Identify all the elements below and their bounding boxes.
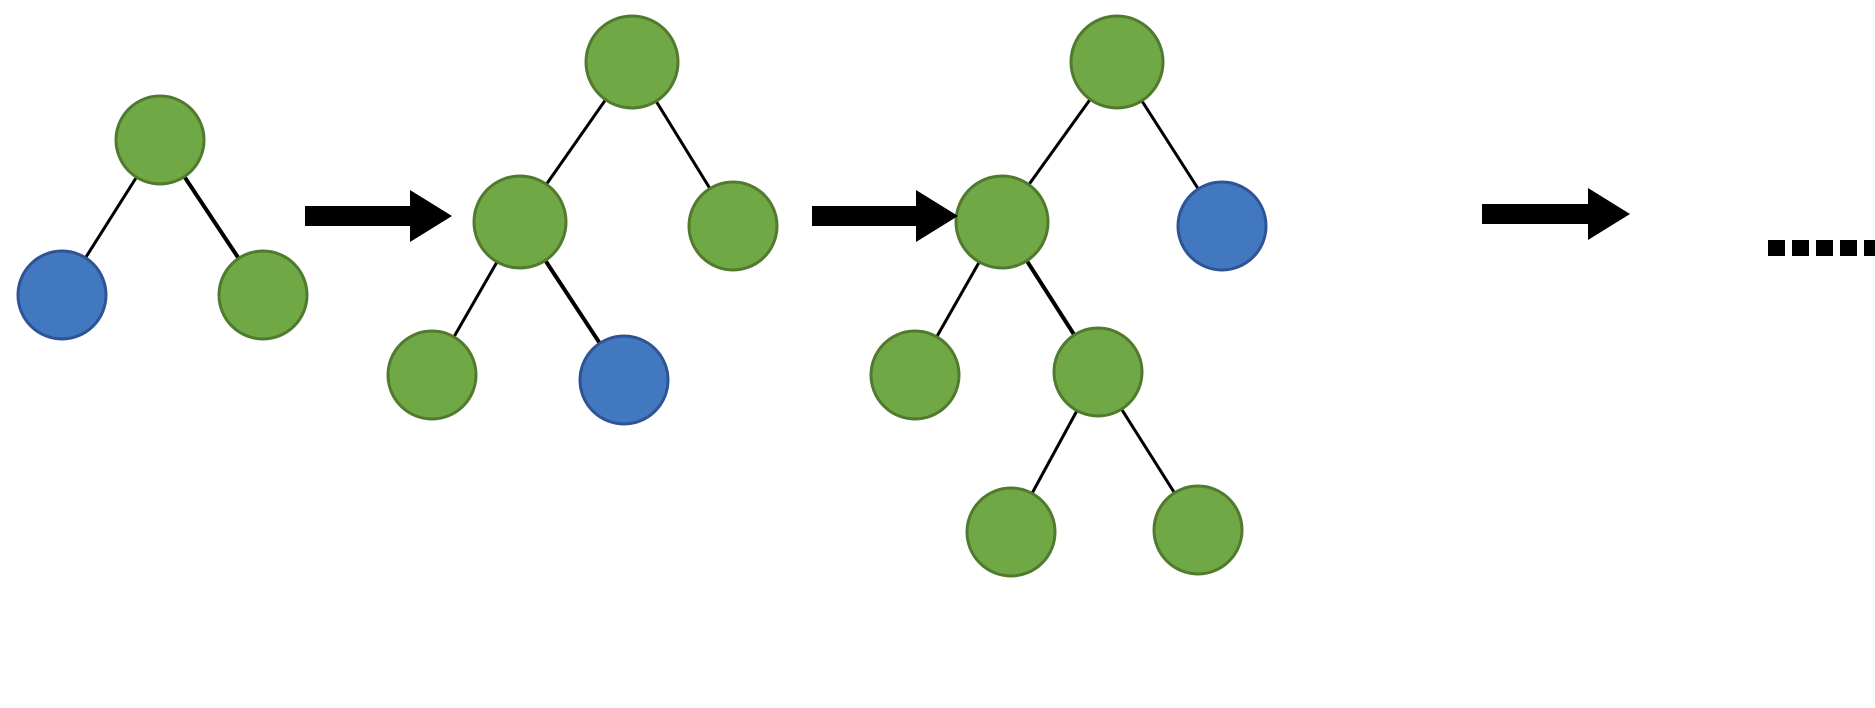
tree-node-expanded-node[interactable] [472,174,568,270]
stage-1-edges [83,173,242,262]
tree-edge [451,259,500,340]
tree-node-expanded-node[interactable] [965,486,1057,578]
stage-1-nodes [16,94,309,341]
tree-edge [934,259,982,340]
ellipsis-dash [1840,240,1857,256]
tree-edge [181,173,242,262]
tree-node-expanded-node[interactable] [954,174,1050,270]
tree-edge [544,97,608,187]
tree-stage-2 [386,14,779,426]
stage-2-nodes [386,14,779,426]
stage-3-edges [934,96,1201,496]
arrow-2 [812,190,958,242]
tree-edge [542,257,603,347]
tree-node-expanded-node[interactable] [217,249,309,341]
tree-node-expanded-node[interactable] [869,329,961,421]
tree-edge [1029,408,1080,496]
tree-edge [653,98,713,192]
ellipsis-dash [1864,240,1875,256]
tree-node-expanded-node[interactable] [114,94,206,186]
arrow-1 [305,190,452,242]
continuation-ellipsis [1768,240,1875,256]
stage-2-edges [451,97,713,347]
tree-node-expanded-node[interactable] [687,180,779,272]
tree-edge [1026,96,1093,188]
ellipsis-dash [1768,240,1785,256]
stage-3-nodes [869,14,1268,578]
tree-edge [1139,98,1201,192]
tree-node-expanded-node[interactable] [1069,14,1165,110]
tree-edge [83,174,139,261]
ellipsis-dash [1816,240,1833,256]
tree-node-frontier-node[interactable] [1176,180,1268,272]
tree-stage-3 [869,14,1268,578]
tree-node-frontier-node[interactable] [16,249,108,341]
ellipsis-dash [1792,240,1809,256]
tree-node-expanded-node[interactable] [386,329,478,421]
tree-edge [1119,406,1177,496]
tree-stage-1 [16,94,309,341]
tree-node-expanded-node[interactable] [1152,484,1244,576]
tree-node-expanded-node[interactable] [584,14,680,110]
arrow-3 [1482,188,1630,240]
tree-edge [1024,257,1078,338]
tree-node-frontier-node[interactable] [578,334,670,426]
tree-node-expanded-node[interactable] [1052,326,1144,418]
